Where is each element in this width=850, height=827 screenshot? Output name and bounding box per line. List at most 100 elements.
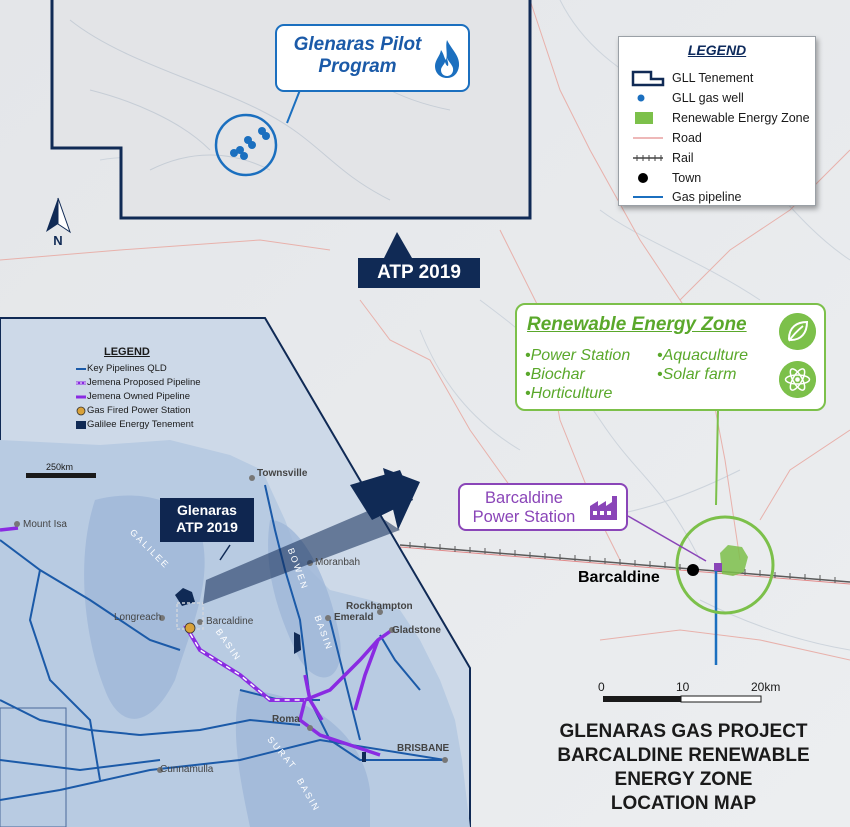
inset-beam	[203, 510, 400, 604]
inset-power-station	[184, 622, 196, 634]
inset-legend-row: Jemena Proposed Pipeline	[76, 377, 256, 390]
inset-legend-row: Jemena Owned Pipeline	[76, 391, 256, 404]
town-rockhampton: Rockhampton	[346, 601, 413, 612]
main-scale: 0 10 20km	[598, 680, 780, 710]
tenement-swatch-icon	[76, 421, 86, 429]
key-pipelines	[0, 484, 446, 801]
pilot-program-callout: Glenaras Pilot Program	[275, 24, 470, 92]
inset-legend-label: Galilee Energy Tenement	[87, 419, 194, 430]
rez-item-horticulture: •Horticulture	[525, 385, 613, 402]
power-station-line1: Barcaldine	[485, 489, 563, 507]
pilot-program-circle	[214, 113, 278, 177]
main-scale-bar	[603, 695, 762, 703]
town-brisbane: BRISBANE	[397, 743, 450, 754]
power-station-marker	[714, 563, 722, 571]
scale-label-0: 0	[598, 680, 605, 694]
pilot-program-title: Glenaras Pilot Program	[285, 34, 430, 78]
legend-row-town: Town	[629, 169, 813, 187]
roads	[0, 0, 850, 661]
rail-line-icon	[633, 155, 663, 161]
pilot-title-line1: Glenaras Pilot	[293, 34, 422, 55]
power-station-leader	[627, 515, 707, 562]
town-cunnamulla: Cunnamulla	[160, 764, 214, 775]
leaf-icon	[779, 313, 816, 350]
main-title: GLENARAS GAS PROJECT BARCALDINE RENEWABL…	[531, 720, 836, 816]
legend-row-rail: Rail	[629, 149, 813, 167]
scale-label-20km: 20km	[751, 680, 781, 694]
inset-galilee-tenement-2	[294, 632, 301, 654]
rez-item-biochar: •Biochar	[525, 366, 585, 383]
town-longreach: Longreach	[114, 612, 162, 623]
atp-pointer	[384, 232, 412, 258]
scale-label-10: 10	[676, 680, 690, 694]
town-mount-isa: Mount Isa	[23, 519, 67, 530]
legend-row-road: Road	[629, 129, 813, 147]
town-roma: Roma	[272, 714, 300, 725]
legend-label: GLL Tenement	[672, 71, 754, 85]
inset-legend-label: Jemena Owned Pipeline	[87, 391, 190, 402]
legend-row-rez: Renewable Energy Zone	[629, 109, 813, 127]
rez-swatch-icon	[635, 112, 653, 124]
power-station-title: Barcaldine Power Station	[464, 489, 584, 527]
town-dot-icon	[638, 173, 648, 183]
barcaldine-town-dot	[687, 564, 699, 576]
legend-label: GLL gas well	[672, 91, 744, 105]
main-title-line3: ENERGY ZONE	[614, 769, 753, 790]
galilee-basin	[84, 495, 205, 719]
surat-basin	[235, 690, 370, 827]
rez-circle	[675, 515, 775, 615]
atom-icon	[779, 361, 816, 398]
gas-wells	[230, 127, 270, 160]
rez-area	[720, 545, 748, 576]
inset-legend-row: Gas Fired Power Station	[76, 405, 256, 418]
power-station-callout: Barcaldine Power Station	[458, 483, 628, 531]
inset-legend-row: Key Pipelines QLD	[76, 363, 256, 376]
glenaras-atp-box: Glenaras ATP 2019	[160, 498, 254, 542]
town-townsville: Townsville	[257, 468, 308, 479]
town-moranbah: Moranbah	[315, 557, 361, 568]
rez-callout: Renewable Energy Zone •Power Station •Bi…	[515, 303, 826, 411]
inset-glenaras-tenement	[175, 588, 195, 606]
main-title-line4: LOCATION MAP	[610, 793, 757, 814]
gas-well-icon	[637, 94, 645, 102]
jemena-owned-pipeline	[0, 526, 394, 757]
inset-legend-title: LEGEND	[104, 346, 150, 358]
glenaras-box-line1: Glenaras	[177, 502, 237, 518]
inset-scale-bar	[26, 473, 96, 478]
main-title-line2: BARCALDINE RENEWABLE	[557, 745, 810, 766]
rez-title: Renewable Energy Zone	[527, 314, 747, 335]
key-pipeline-icon	[76, 368, 86, 370]
rez-item-solar-farm: •Solar farm	[657, 366, 737, 383]
legend-label: Rail	[672, 151, 694, 165]
town-emerald: Emerald	[334, 612, 374, 623]
pipeline-line-icon	[633, 196, 663, 198]
railway	[399, 542, 850, 585]
legend-title: LEGEND	[687, 42, 747, 58]
rez-item-power-station: •Power Station	[525, 347, 631, 364]
legend-label: Gas pipeline	[672, 190, 742, 204]
legend-row-tenement: GLL Tenement	[629, 69, 813, 87]
legend: LEGEND GLL Tenement GLL gas well Renewab…	[618, 36, 816, 206]
inset-scale-label: 250km	[46, 462, 74, 472]
inset-legend-label: Jemena Proposed Pipeline	[87, 377, 201, 388]
inset-legend-label: Key Pipelines QLD	[87, 363, 167, 374]
town-gladstone: Gladstone	[392, 625, 441, 636]
rez-item-aquaculture: •Aquaculture	[657, 347, 748, 364]
inset-legend-label: Gas Fired Power Station	[87, 405, 191, 416]
pilot-title-line2: Program	[318, 56, 397, 77]
power-station-icon	[76, 406, 86, 416]
main-title-line1: GLENARAS GAS PROJECT	[559, 721, 808, 742]
legend-label: Town	[672, 171, 702, 185]
north-arrow-icon: N	[46, 197, 71, 248]
power-station-line2: Power Station	[472, 508, 576, 526]
proposed-pipeline-icon	[76, 381, 86, 385]
flame-icon	[435, 40, 460, 78]
legend-label: Road	[672, 131, 702, 145]
legend-label: Renewable Energy Zone	[672, 111, 810, 125]
barcaldine-town-label: Barcaldine	[578, 569, 660, 586]
road-line-icon	[633, 137, 663, 139]
tenement-icon	[631, 70, 665, 87]
inset-legend-row: Galilee Energy Tenement	[76, 419, 256, 432]
glenaras-box-line2: ATP 2019	[176, 519, 238, 535]
